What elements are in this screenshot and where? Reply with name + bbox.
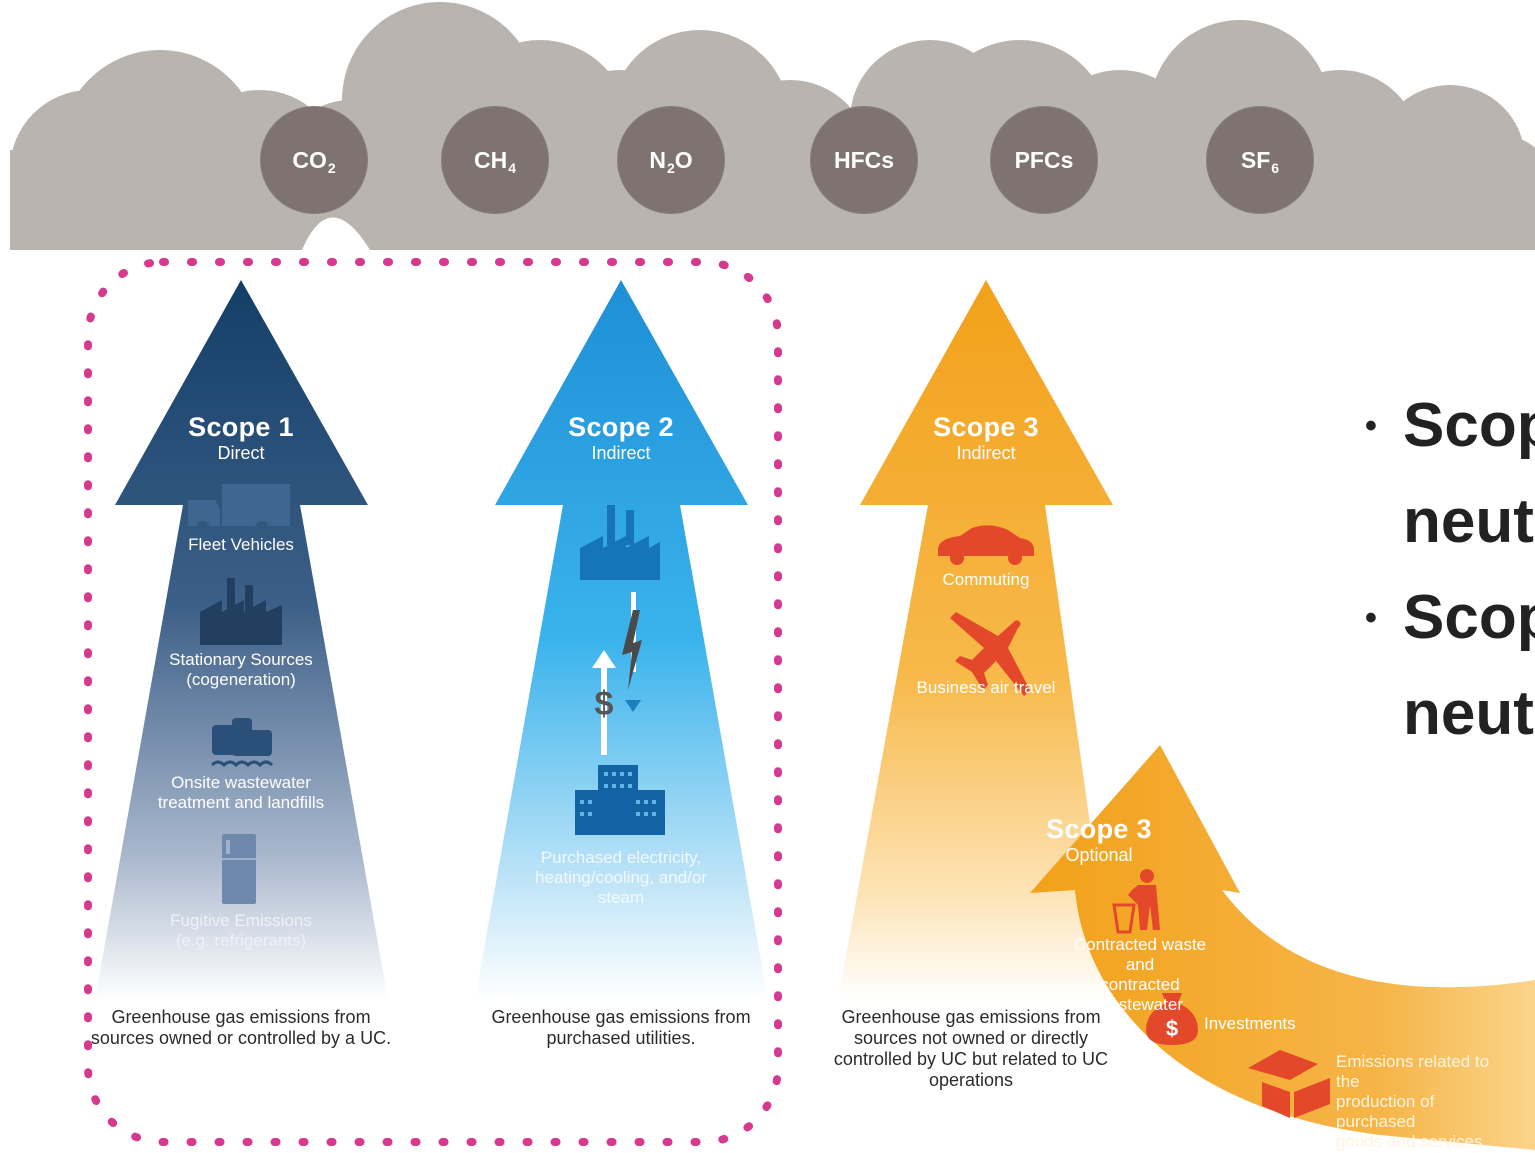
- svg-text:$: $: [1166, 1016, 1178, 1041]
- scope-1-heading: Scope 1 Direct: [141, 412, 341, 464]
- money-bag-icon: $: [1146, 993, 1198, 1045]
- scope-1-item-stationary-line1: Stationary Sources: [169, 650, 313, 669]
- scope-3-subtitle: Indirect: [956, 443, 1016, 463]
- scope-1-caption-line2: sources owned or controlled by a UC.: [90, 1028, 392, 1048]
- scope-2-arrow: [475, 280, 768, 1000]
- scope-1-item-fugitive-line1: Fugitive Emissions: [170, 911, 312, 930]
- scope-1-subtitle: Direct: [217, 443, 265, 463]
- bullet-item-1: • Scop neut: [1365, 378, 1535, 570]
- scope-3-optional-item-waste: Contracted waste and contracted wastewat…: [1060, 935, 1220, 1015]
- scope-2-caption-line2: purchased utilities.: [546, 1028, 696, 1048]
- cloud-gaps: [0, 217, 1535, 270]
- scope-3-caption: Greenhouse gas emissions from sources no…: [826, 1007, 1116, 1091]
- scope-3-optional-subtitle: Optional: [1065, 845, 1133, 865]
- car-icon: [938, 525, 1034, 565]
- bullet-2-line2: neut: [1403, 679, 1534, 748]
- bullet-list: • Scop neut • Scop neut: [1365, 378, 1535, 762]
- scope-2-caption-line1: Greenhouse gas emissions from: [491, 1007, 751, 1027]
- office-building-icon: [575, 765, 665, 835]
- refrigerator-icon: [222, 834, 256, 904]
- scope-3-optional-item-goods: Emissions related to the production of p…: [1336, 1052, 1516, 1152]
- bullet-2-line1: Scop: [1403, 583, 1535, 652]
- scope-3-optional-item-goods-line3: goods and services: [1336, 1132, 1483, 1151]
- scope-3-optional-item-waste-line2: contracted wastewater: [1097, 975, 1183, 1014]
- trash-person-icon: [1112, 869, 1160, 934]
- gas-circle-hfcs: HFCs: [810, 106, 918, 214]
- scope-2-title: Scope 2: [568, 412, 674, 442]
- scope-3-caption-line4: operations: [928, 1070, 1014, 1090]
- wastewater-icon: [210, 718, 274, 768]
- truck-icon: [188, 484, 290, 535]
- scope-3-caption-line2: sources not owned or directly: [853, 1028, 1089, 1048]
- scope-3-optional-title: Scope 3: [1046, 814, 1152, 844]
- scope-3-optional-item-goods-line1: Emissions related to the: [1336, 1052, 1490, 1091]
- scope-3-caption-line3: controlled by UC but related to UC: [833, 1049, 1109, 1069]
- scope-1-item-stationary: Stationary Sources (cogeneration): [131, 650, 351, 690]
- scope-3-optional-item-investments: Investments: [1204, 1014, 1296, 1033]
- bullet-1-line2: neut: [1403, 487, 1534, 556]
- scope-2-item-purchased: Purchased electricity, heating/cooling, …: [511, 848, 731, 908]
- scope-1-item-wastewater-line2: treatment and landfills: [157, 793, 325, 812]
- airplane-icon: [950, 612, 1030, 696]
- power-plant-icon: [580, 505, 660, 580]
- gas-circle-pfcs: PFCs: [990, 106, 1098, 214]
- bullet-dot: •: [1365, 407, 1377, 445]
- dollar-arrow-icon: $: [592, 650, 616, 755]
- scope-1-item-stationary-line2: (cogeneration): [186, 670, 296, 689]
- scope-2-caption: Greenhouse gas emissions from purchased …: [466, 1007, 776, 1049]
- scope-3-item-commuting: Commuting: [942, 570, 1030, 589]
- bullet-1-line1: Scop: [1403, 391, 1535, 460]
- bullet-dot: •: [1365, 599, 1377, 637]
- scope-3-title: Scope 3: [933, 412, 1039, 442]
- bullet-item-2: • Scop neut: [1365, 570, 1535, 762]
- factory-icon: [200, 578, 282, 645]
- svg-text:$: $: [595, 685, 614, 723]
- scope-3-optional-heading: Scope 3 Optional: [1019, 814, 1179, 866]
- cloud-band: [10, 2, 1535, 250]
- scope-2-item-line3: steam: [597, 888, 645, 907]
- scope-2-subtitle: Indirect: [591, 443, 651, 463]
- scope-1-title: Scope 1: [188, 412, 294, 442]
- scope-2-heading: Scope 2 Indirect: [521, 412, 721, 464]
- scope-3-optional-arrow: [1030, 745, 1535, 1150]
- scope-2-item-line1: Purchased electricity,: [540, 848, 702, 867]
- scope-2-item-line2: heating/cooling, and/or: [534, 868, 708, 887]
- scope-3-optional-item-goods-line2: production of purchased: [1336, 1092, 1435, 1131]
- scope-3-item-air-travel: Business air travel: [916, 678, 1056, 697]
- scope-1-item-wastewater: Onsite wastewater treatment and landfill…: [126, 773, 356, 813]
- scope-1-caption-line1: Greenhouse gas emissions from: [111, 1007, 371, 1027]
- scope-3-optional-item-waste-line1: Contracted waste and: [1073, 935, 1207, 974]
- scope-1-item-fleet: Fleet Vehicles: [188, 535, 294, 554]
- scope-3-heading: Scope 3 Indirect: [886, 412, 1086, 464]
- scope-1-item-fugitive: Fugitive Emissions (e.g. refrigerants): [131, 911, 351, 951]
- scope-1-item-wastewater-line1: Onsite wastewater: [171, 773, 311, 792]
- box-icon: [1248, 1050, 1330, 1118]
- scope-1-caption: Greenhouse gas emissions from sources ow…: [86, 1007, 396, 1049]
- electricity-bolt-icon: [622, 592, 642, 712]
- scope-3-caption-line1: Greenhouse gas emissions from: [841, 1007, 1101, 1027]
- scope-1-item-fugitive-line2: (e.g. refrigerants): [175, 931, 307, 950]
